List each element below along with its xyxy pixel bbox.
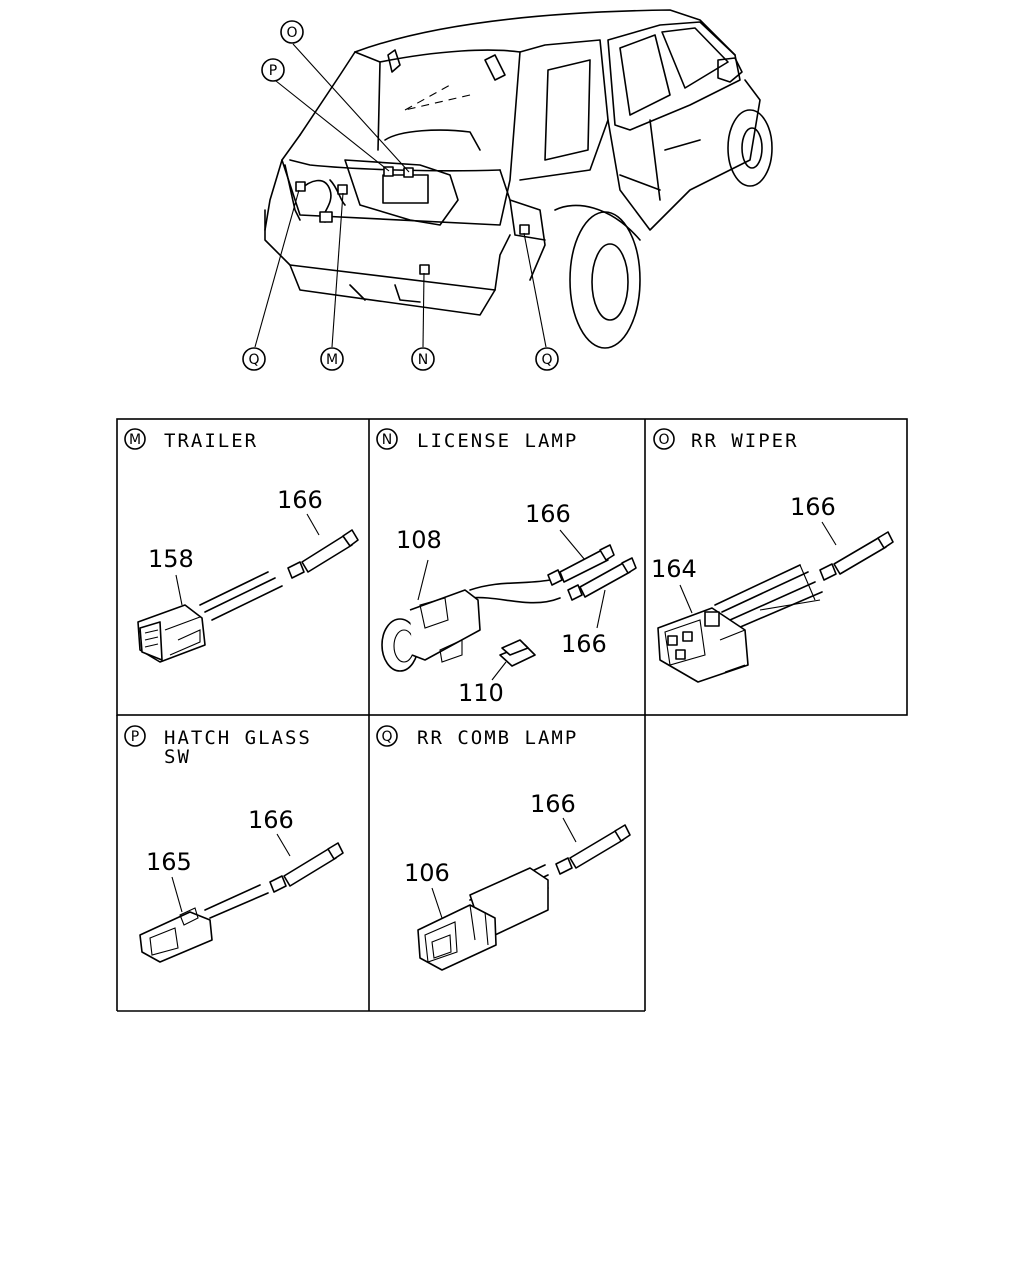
vehicle-rear-view bbox=[264, 9, 773, 349]
panel-grid bbox=[116, 418, 908, 1012]
panel-hatch-glass-sw: P HATCH GLASS SW 166 165 bbox=[124, 725, 344, 963]
panel-title: HATCH GLASS bbox=[164, 727, 312, 749]
part-number: 108 bbox=[396, 526, 442, 554]
svg-text:P: P bbox=[269, 63, 277, 79]
svg-text:M: M bbox=[326, 352, 338, 368]
part-number: 166 bbox=[530, 790, 576, 818]
part-number: 158 bbox=[148, 545, 194, 573]
part-number: 106 bbox=[404, 859, 450, 887]
panel-letter: N bbox=[382, 432, 392, 448]
svg-text:Q: Q bbox=[541, 352, 552, 368]
panel-title: TRAILER bbox=[164, 430, 258, 452]
panel-rr-comb-lamp: Q RR COMB LAMP 166 106 bbox=[376, 725, 631, 971]
panel-rr-wiper: O RR WIPER 166 164 bbox=[651, 428, 894, 683]
callout-M: M bbox=[320, 347, 344, 371]
svg-text:Q: Q bbox=[248, 352, 259, 368]
part-number: 166 bbox=[790, 493, 836, 521]
part-number: 164 bbox=[651, 555, 697, 583]
part-number: 165 bbox=[146, 848, 192, 876]
part-number: 166 bbox=[525, 500, 571, 528]
part-number: 110 bbox=[458, 679, 504, 707]
callout-O-top: O bbox=[280, 20, 304, 44]
panel-license-lamp: N LICENSE LAMP 108 166 166 110 bbox=[376, 428, 637, 707]
callout-Q-left: Q bbox=[242, 347, 266, 371]
part-number: 166 bbox=[248, 806, 294, 834]
panel-letter: O bbox=[658, 432, 669, 448]
panel-letter: Q bbox=[381, 729, 392, 745]
panel-title: LICENSE LAMP bbox=[417, 430, 578, 452]
panel-title: RR WIPER bbox=[691, 430, 799, 452]
callout-N: N bbox=[411, 347, 435, 371]
svg-text:O: O bbox=[286, 25, 297, 41]
panel-letter: M bbox=[129, 432, 141, 448]
part-number: 166 bbox=[277, 486, 323, 514]
panel-title-line2: SW bbox=[164, 746, 191, 768]
part-number: 166 bbox=[561, 630, 607, 658]
panel-title: RR COMB LAMP bbox=[417, 727, 578, 749]
panel-letter: P bbox=[131, 729, 139, 745]
svg-text:N: N bbox=[418, 352, 428, 368]
leader-lines bbox=[254, 43, 547, 348]
callout-P-top: P bbox=[261, 58, 285, 82]
callout-Q-right: Q bbox=[535, 347, 559, 371]
panel-trailer: M TRAILER 166 158 bbox=[124, 428, 359, 663]
